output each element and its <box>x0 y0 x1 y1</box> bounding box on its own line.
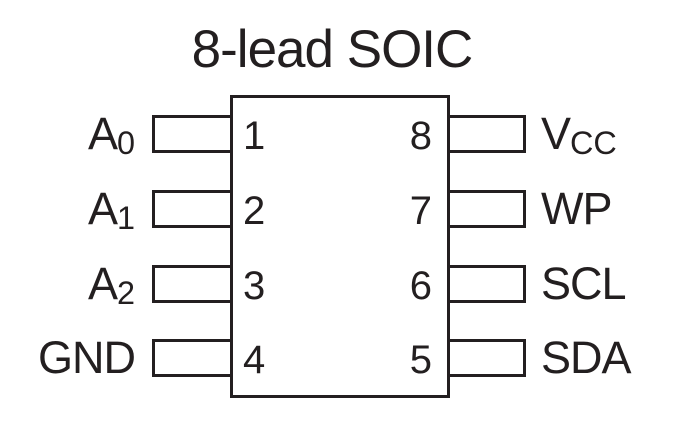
pin-label-base: WP <box>541 183 612 234</box>
pin-number-1: 1 <box>243 114 266 158</box>
pin-label-base: SDA <box>541 332 632 383</box>
pin-number-4: 4 <box>243 338 266 382</box>
pin-lead-3 <box>152 265 230 303</box>
pin-label-base: GND <box>38 332 136 383</box>
pin-label-a0: A0 <box>0 108 135 169</box>
pin-lead-5 <box>450 339 526 377</box>
pin-lead-6 <box>450 265 526 303</box>
pin-label-vcc: VCC <box>541 108 700 169</box>
pin-label-subscript: CC <box>570 124 617 161</box>
pin-label-subscript: 0 <box>116 124 135 161</box>
chip-body-outline <box>230 95 450 398</box>
pin-label-scl: SCL <box>541 258 700 319</box>
pin-label-wp: WP <box>541 183 700 244</box>
pin-label-base: V <box>541 108 571 159</box>
pin-number-3: 3 <box>243 264 266 308</box>
pin-label-a1: A1 <box>0 183 135 244</box>
pin-number-5: 5 <box>409 338 432 382</box>
pin-label-subscript: 1 <box>116 199 135 236</box>
pin-number-6: 6 <box>409 264 432 308</box>
pin-label-base: A <box>87 183 118 234</box>
pin-label-a2: A2 <box>0 258 135 319</box>
pin-label-sda: SDA <box>541 332 700 393</box>
pin-lead-2 <box>152 190 230 228</box>
pin-label-base: SCL <box>541 258 627 309</box>
pin-number-8: 8 <box>409 114 432 158</box>
pin-label-subscript: 2 <box>116 274 135 311</box>
pin-number-2: 2 <box>243 189 266 233</box>
pin-label-base: A <box>87 108 118 159</box>
diagram-title: 8-lead SOIC <box>191 20 474 79</box>
pin-number-7: 7 <box>409 189 432 233</box>
pin-lead-4 <box>152 339 230 377</box>
pin-label-gnd: GND <box>0 332 136 393</box>
pin-label-base: A <box>87 258 118 309</box>
pin-lead-1 <box>152 115 230 153</box>
pin-lead-8 <box>450 115 526 153</box>
pin-lead-7 <box>450 190 526 228</box>
